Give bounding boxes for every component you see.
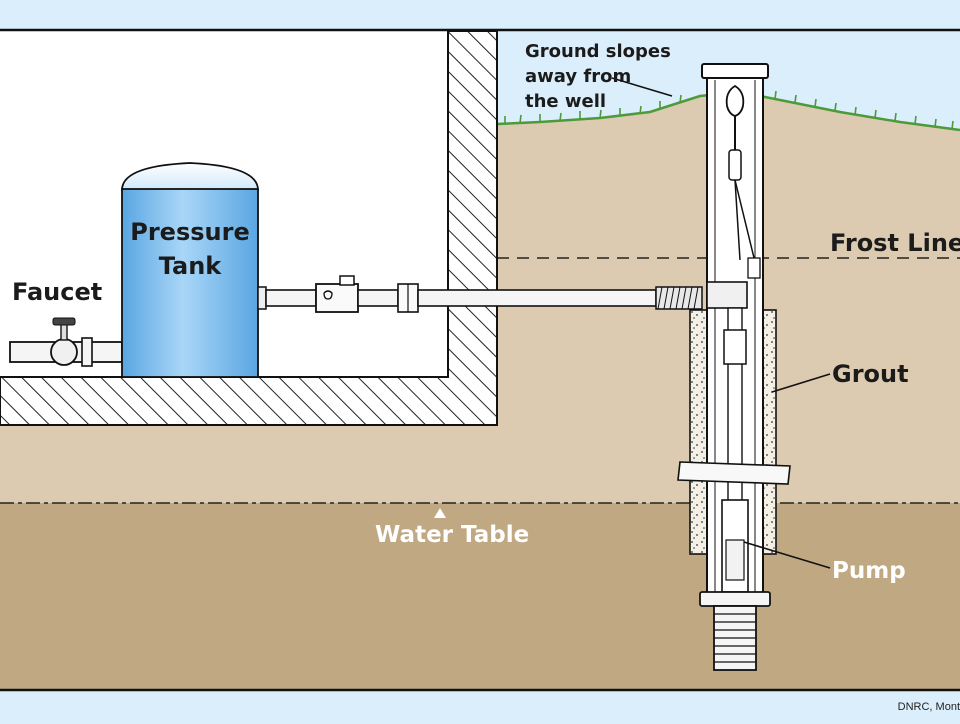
faucet-icon <box>9 317 123 367</box>
grout-label: Grout <box>832 360 909 388</box>
pressure-tank-label-1: Pressure <box>130 218 249 246</box>
pressure-tank-label-2: Tank <box>159 252 223 280</box>
ground-slopes-leader <box>611 77 673 97</box>
water-table-label: Water Table <box>375 522 529 548</box>
supply-pipe <box>257 275 703 313</box>
credit-text: DNRC, Mont <box>897 701 960 713</box>
frost-line-label: Frost Line <box>830 229 960 257</box>
pump-leader <box>743 541 831 569</box>
grout-leader <box>771 373 831 393</box>
ground-slopes-label-2: away from <box>525 66 631 87</box>
water-table-marker-icon <box>434 508 446 518</box>
pump-icon <box>699 499 771 671</box>
pressure-tank-icon <box>121 162 259 378</box>
grass-blades <box>504 90 954 130</box>
faucet-label: Faucet <box>12 278 102 306</box>
pump-label: Pump <box>832 558 906 584</box>
ground-slopes-label-1: Ground slopes <box>525 41 671 62</box>
ground-slopes-label-3: the well <box>525 91 606 112</box>
saturated-zone <box>0 503 960 691</box>
